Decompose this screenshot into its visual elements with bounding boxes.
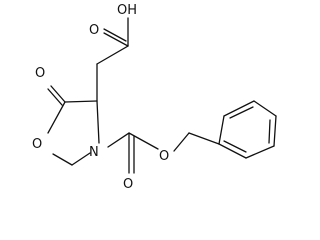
bond-c4-n3 [96,100,100,144]
oxazolidinone-ring: O O N [32,66,100,166]
bond-ph-d-e [273,115,277,147]
bond-cooh-o-double-2 [103,28,127,42]
bond-ch2-cooh [96,45,129,65]
bond-ester-o-ch2 [173,132,190,152]
bond-ph-inner-1 [229,106,254,119]
bond-ch2-phenyl [188,132,220,145]
bond-c5-c4 [64,100,98,103]
bond-ph-a-b [218,115,225,145]
bond-c5-o-double-2 [47,88,63,106]
atom-label-ring-oxygen: O [32,137,42,152]
acetic-acid-group: OH O [89,3,137,102]
atom-label-carbamate-carbonyl-o: O [123,177,133,192]
bond-ph-b-c [223,100,255,117]
bond-c5-o-double-1 [50,85,66,103]
carbamate-group: O O [107,132,220,192]
atom-label-lactone-carbonyl-o: O [35,66,45,81]
bond-o1-c5 [47,101,66,134]
phenyl-ring [218,100,277,159]
atom-label-hydroxyl: OH [117,3,137,18]
bond-c2-o1 [52,153,73,166]
bond-carbonyl-c-ester-o [128,132,159,150]
bond-ph-f-a [218,143,247,159]
bond-n3-c2 [71,152,91,166]
bond-ph-e-f [245,145,275,159]
atom-label-ring-nitrogen: N [89,145,99,160]
bond-ph-inner-2 [268,119,271,144]
bond-cooh-o-double-1 [103,32,129,47]
bond-ph-c-d [253,100,277,117]
atom-label-acid-carbonyl-o: O [89,23,99,38]
chemical-structure-diagram: OH O O O N O O [32,3,277,192]
bond-ph-inner-3 [223,140,247,153]
atom-label-ester-oxygen: O [159,149,169,164]
bond-n3-carbonyl-c [107,132,130,148]
